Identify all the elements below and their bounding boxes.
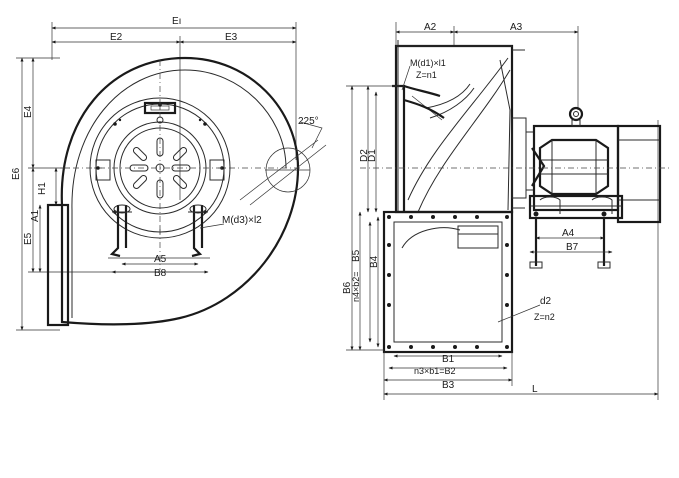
dim-E6: E6 xyxy=(11,167,22,180)
dim-H1: H1 xyxy=(37,182,48,195)
dim-B5: B5 xyxy=(351,249,362,262)
mount-thread-label: M(d3)×l2 xyxy=(222,215,262,226)
side-view xyxy=(346,22,670,400)
dim-A4: A4 xyxy=(562,228,575,239)
dim-B6: B6 xyxy=(342,281,353,294)
dim-A3: A3 xyxy=(510,22,523,33)
outlet-count-label: Z=n2 xyxy=(534,312,555,322)
angle-label: 225° xyxy=(298,116,319,127)
dim-n4b2: n4×b2= xyxy=(351,271,361,302)
front-view xyxy=(16,22,327,331)
dim-B3: B3 xyxy=(442,380,455,391)
dim-D2: D2 xyxy=(359,149,370,162)
dim-E5: E5 xyxy=(23,232,34,245)
outlet-hole-label: d2 xyxy=(540,296,552,307)
dim-n3b1B2: n3×b1=B2 xyxy=(414,366,456,376)
dim-B8: B8 xyxy=(154,268,167,279)
dim-B1: B1 xyxy=(442,354,455,365)
dim-A2: A2 xyxy=(424,22,437,33)
dim-A1: A1 xyxy=(30,209,41,222)
dim-E1: Eı xyxy=(172,16,181,27)
inlet-count-label: Z=n1 xyxy=(416,70,437,80)
dim-D1: D1 xyxy=(367,149,378,162)
dim-E2: E2 xyxy=(110,32,123,43)
dim-E3: E3 xyxy=(225,32,238,43)
dim-B4: B4 xyxy=(369,255,380,268)
inlet-thread-label: M(d1)×l1 xyxy=(410,58,446,68)
dim-L: L xyxy=(532,384,538,395)
dim-E4: E4 xyxy=(23,105,34,118)
dim-A5: A5 xyxy=(154,254,167,265)
dim-B7: B7 xyxy=(566,242,579,253)
